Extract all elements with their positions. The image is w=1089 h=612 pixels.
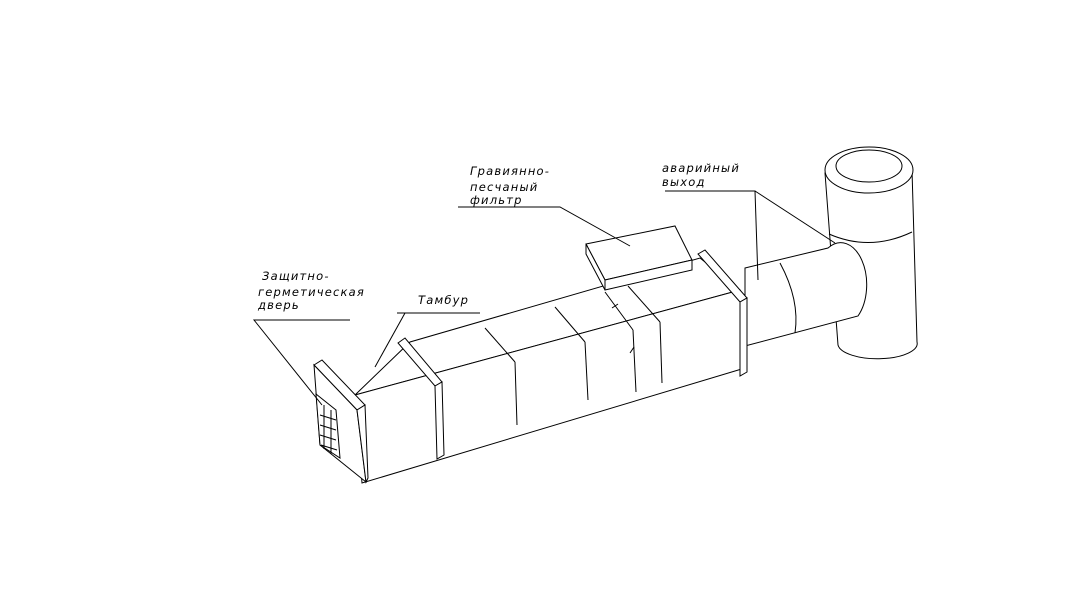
door-leaf — [315, 392, 341, 459]
label-exit-1: аварийный — [662, 161, 740, 175]
tunnel-seam-3b — [632, 329, 637, 393]
tunnel-seam-1b — [514, 361, 518, 426]
filter-side — [604, 259, 693, 291]
tunnel-seam-3 — [604, 291, 634, 331]
leader-exit-2 — [754, 190, 836, 244]
leaders — [252, 190, 836, 406]
shaft-top-opening — [835, 149, 903, 183]
leader-door — [252, 319, 350, 406]
leader-filter — [458, 206, 631, 247]
filter-box — [585, 225, 693, 291]
leader-vestibule — [374, 312, 406, 368]
main-tunnel — [354, 257, 746, 484]
flange-exit — [697, 249, 748, 377]
tunnel-seam-1 — [484, 327, 516, 363]
label-door-3: дверь — [257, 298, 300, 312]
break-marks — [611, 303, 635, 354]
tunnel-seam-2 — [554, 306, 586, 343]
label-filter-3: фильтр — [470, 193, 523, 207]
tunnel-seam-4 — [627, 285, 661, 323]
label-filter-1: Гравиянно- — [470, 164, 550, 178]
hermetic-door — [315, 392, 341, 459]
label-door-1: Защитно- — [262, 269, 330, 283]
door-bars — [319, 414, 338, 451]
tunnel-seam-4b — [659, 321, 663, 384]
flange-vest-side — [434, 381, 445, 460]
round-duct-body — [744, 242, 868, 347]
label-filter-2: песчаный — [470, 180, 538, 194]
round-duct — [744, 242, 868, 347]
label-door-2: герметическая — [258, 285, 365, 299]
door-frame-edge — [356, 404, 369, 484]
label-vestibule: Тамбур — [418, 293, 469, 307]
door-bars-v — [323, 405, 332, 454]
round-duct-seam — [779, 262, 797, 334]
shaft-joint — [828, 231, 913, 243]
label-exit-2: выход — [662, 175, 706, 189]
flange-vestibule — [397, 337, 445, 460]
flange-exit-side — [739, 297, 748, 377]
tunnel-seam-2b — [584, 341, 589, 401]
